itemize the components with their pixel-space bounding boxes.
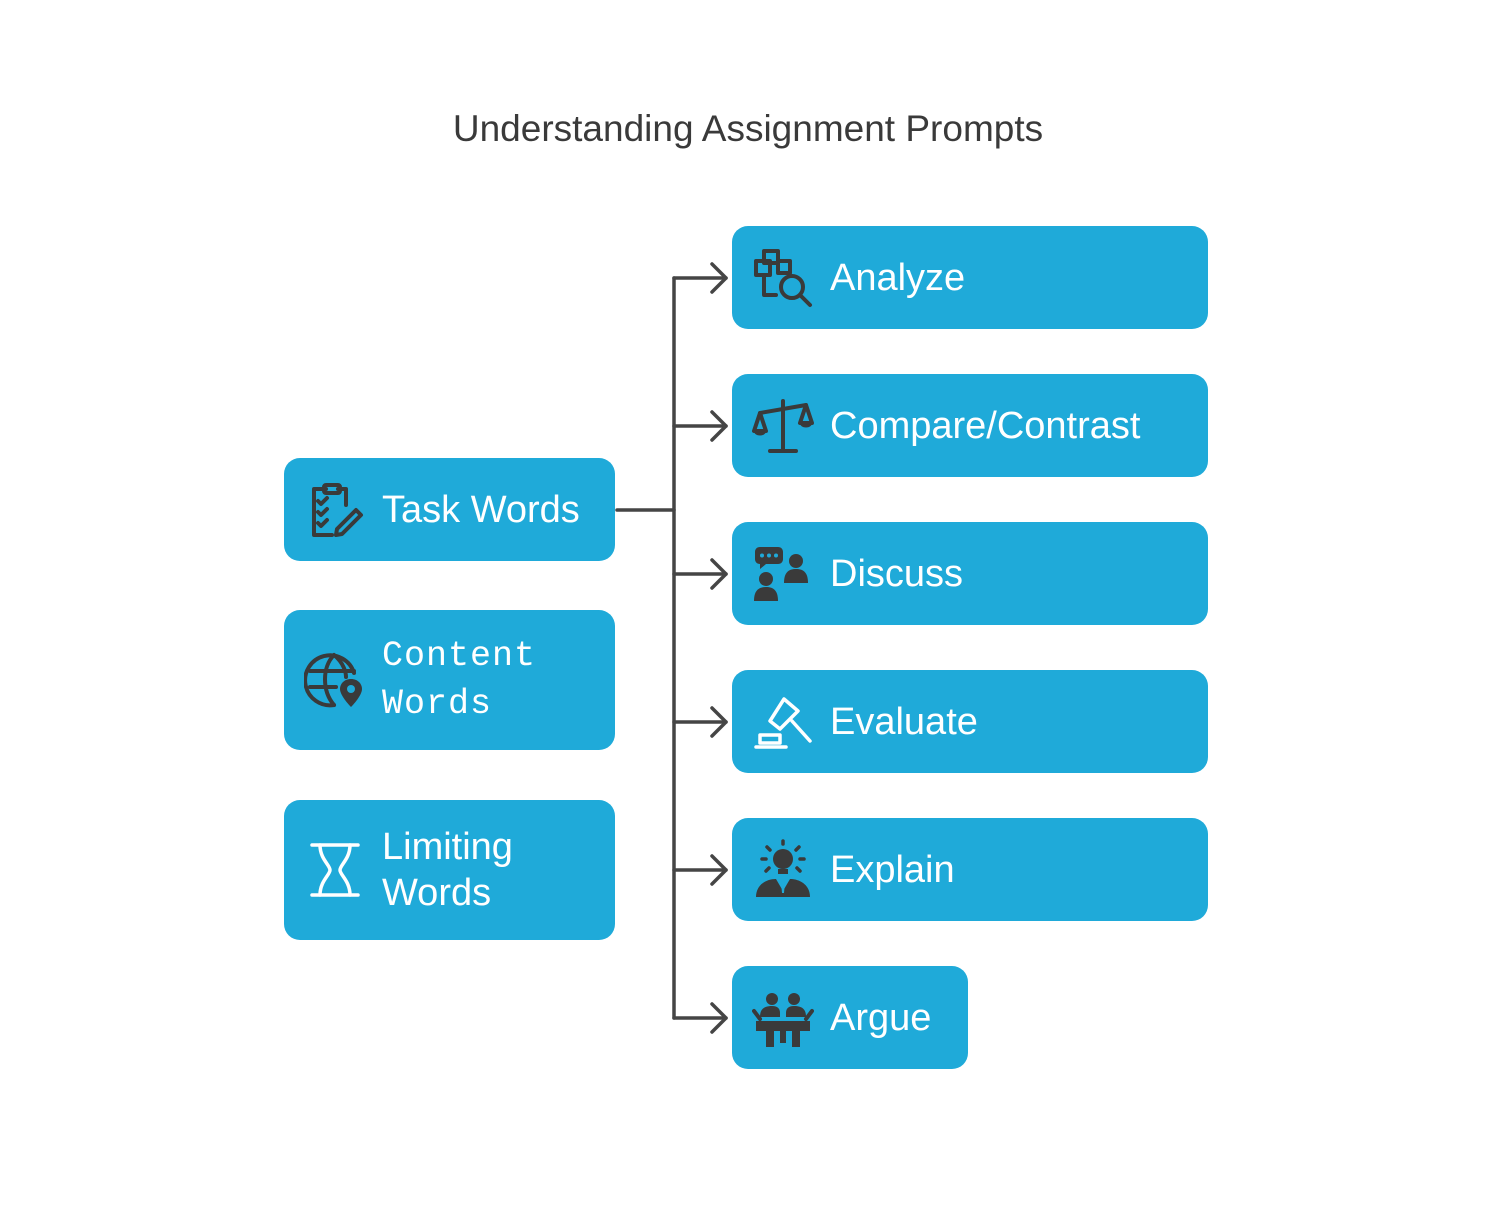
discussion-people-icon xyxy=(752,543,814,605)
node-limiting-words-line1: Limiting xyxy=(382,826,513,868)
node-argue-label: Argue xyxy=(830,996,932,1039)
scales-icon xyxy=(752,395,814,457)
globe-location-icon xyxy=(304,649,366,711)
node-analyze: Analyze xyxy=(732,226,1208,329)
node-limiting-words-label: Limiting Words xyxy=(382,824,513,916)
node-compare-contrast: Compare/Contrast xyxy=(732,374,1208,477)
node-task-words: Task Words xyxy=(284,458,615,561)
node-discuss: Discuss xyxy=(732,522,1208,625)
clipboard-check-icon xyxy=(304,479,366,541)
node-evaluate-label: Evaluate xyxy=(830,700,978,743)
node-content-words-line2: Words xyxy=(382,684,493,724)
debate-podium-icon xyxy=(752,987,814,1049)
node-compare-contrast-label: Compare/Contrast xyxy=(830,404,1141,447)
node-limiting-words: Limiting Words xyxy=(284,800,615,940)
hourglass-icon xyxy=(304,839,366,901)
node-task-words-label: Task Words xyxy=(382,488,580,531)
node-explain-label: Explain xyxy=(830,848,955,891)
node-evaluate: Evaluate xyxy=(732,670,1208,773)
node-analyze-label: Analyze xyxy=(830,256,966,299)
node-explain: Explain xyxy=(732,818,1208,921)
node-content-words-label: Content Words xyxy=(382,632,536,728)
node-discuss-label: Discuss xyxy=(830,552,964,595)
gavel-icon xyxy=(752,691,814,753)
node-content-words-line1: Content xyxy=(382,636,537,676)
node-content-words: Content Words xyxy=(284,610,615,750)
diagram-title: Understanding Assignment Prompts xyxy=(452,108,1044,149)
analyze-search-icon xyxy=(752,247,814,309)
node-limiting-words-line2: Words xyxy=(382,872,492,914)
lightbulb-person-icon xyxy=(752,838,814,901)
node-argue: Argue xyxy=(732,966,968,1069)
